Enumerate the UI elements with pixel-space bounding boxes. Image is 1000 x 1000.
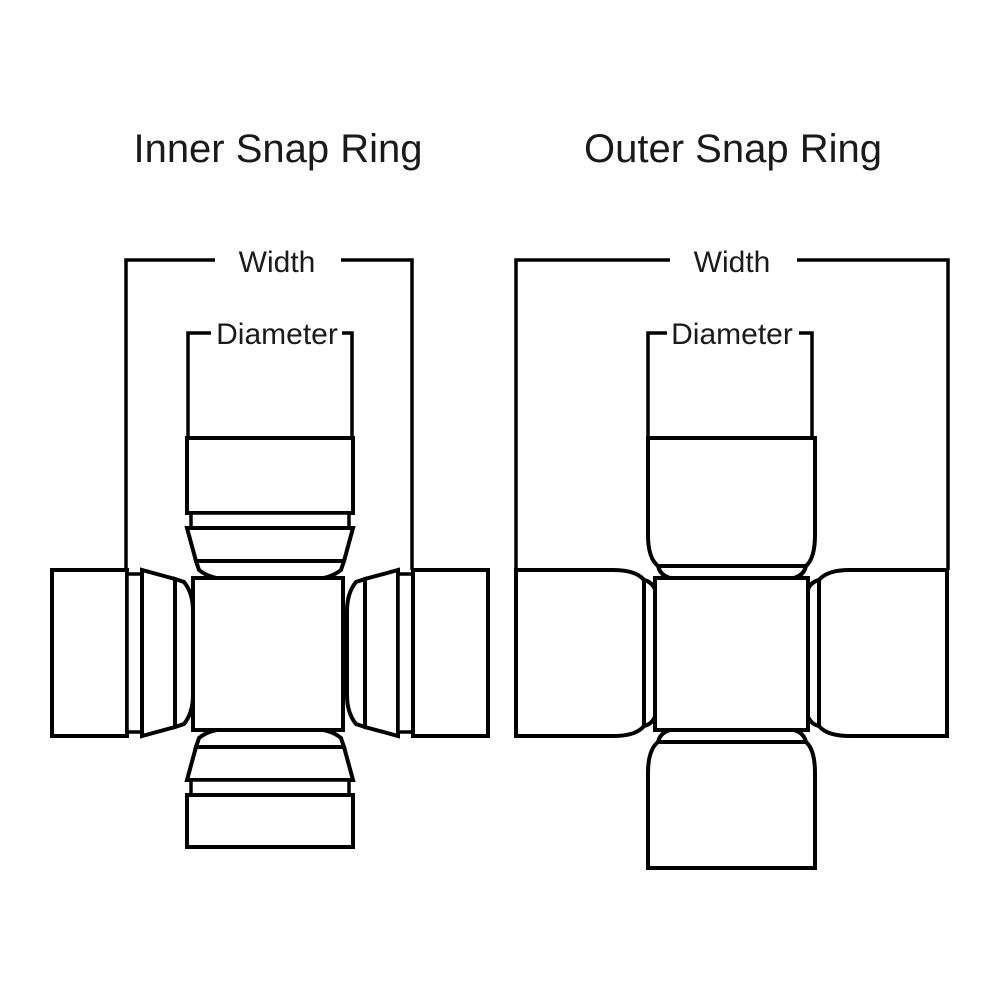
cap-right-body-inner xyxy=(411,568,490,738)
cap-right-taper-inner xyxy=(363,567,400,739)
width-leader-left-outer xyxy=(514,258,670,570)
cap-bottom-taper-inner xyxy=(184,745,356,782)
diameter-leader-left-outer xyxy=(646,331,667,440)
diagram-outer-snap-ring: Outer Snap Ring Width Diameter xyxy=(514,127,950,870)
bearing-cap-left-inner xyxy=(50,567,195,739)
diameter-label-outer: Diameter xyxy=(671,318,793,351)
cap-top-body-inner xyxy=(185,436,355,515)
width-leader-right-outer xyxy=(797,258,950,570)
bearing-cap-top-inner xyxy=(184,436,356,581)
cap-right-body-outer xyxy=(817,568,949,738)
cross-center-body-inner xyxy=(191,576,345,732)
bearing-cap-top-outer xyxy=(646,436,817,581)
cap-left-body-inner xyxy=(50,568,129,738)
cap-left-body-outer xyxy=(514,568,646,738)
width-leader-right-inner xyxy=(341,258,414,570)
cap-bottom-body-inner xyxy=(185,793,355,849)
title-outer-snap-ring: Outer Snap Ring xyxy=(584,127,882,171)
width-label-outer: Width xyxy=(694,246,771,279)
diagram-inner-snap-ring: Inner Snap Ring Width Diameter xyxy=(50,127,490,849)
cap-top-taper-inner xyxy=(184,526,356,563)
cap-top-snapring-band-inner xyxy=(189,511,351,530)
width-label-inner: Width xyxy=(239,246,316,279)
width-leader-left-inner xyxy=(124,258,215,570)
diameter-dimension-outer: Diameter xyxy=(646,318,814,440)
cap-right-nose-inner xyxy=(345,576,367,730)
cap-left-taper-inner xyxy=(140,567,177,739)
cap-right-snapring-band-inner xyxy=(396,572,415,734)
width-dimension-outer: Width xyxy=(514,246,950,570)
bearing-cap-right-outer xyxy=(804,568,949,738)
cap-left-snapring-band-inner xyxy=(125,572,144,734)
cap-bottom-snapring-band-inner xyxy=(189,778,351,797)
bearing-cap-left-outer xyxy=(514,568,659,738)
diameter-label-inner: Diameter xyxy=(216,318,338,351)
diameter-leader-right-outer xyxy=(799,331,814,440)
bearing-cap-bottom-inner xyxy=(184,727,356,849)
bearing-cap-bottom-outer xyxy=(646,727,817,870)
diameter-leader-right-inner xyxy=(342,331,354,440)
diameter-leader-left-inner xyxy=(186,331,211,440)
cap-left-nose-inner xyxy=(173,576,195,730)
title-inner-snap-ring: Inner Snap Ring xyxy=(133,127,422,171)
cap-top-body-outer xyxy=(646,436,817,568)
cross-center-body-outer xyxy=(653,576,810,732)
cap-bottom-body-outer xyxy=(646,740,817,870)
width-dimension-inner: Width xyxy=(124,246,414,570)
bearing-cap-right-inner xyxy=(345,567,490,739)
diameter-dimension-inner: Diameter xyxy=(186,318,354,440)
